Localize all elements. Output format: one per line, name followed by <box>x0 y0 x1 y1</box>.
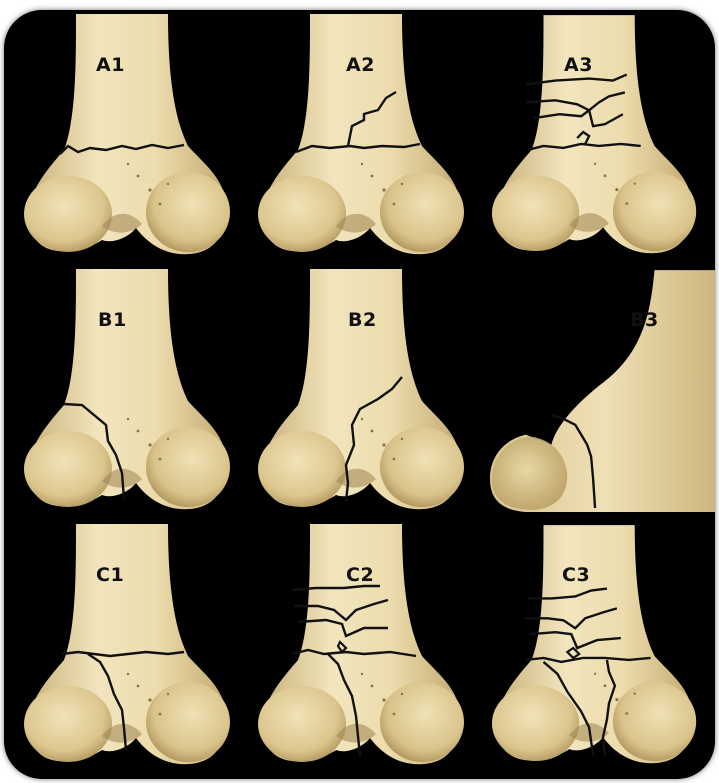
femur-illustration-a1 <box>18 14 252 269</box>
panel-c3: C3 <box>486 524 715 779</box>
femur-illustration-a3 <box>486 14 715 269</box>
panel-b3: B3 <box>486 269 715 524</box>
panel-label-b2: B2 <box>348 309 377 331</box>
panel-a1: A1 <box>18 14 252 269</box>
femur-illustration-c3 <box>486 524 715 779</box>
panel-b2: B2 <box>252 269 486 524</box>
figure-frame: A1 A2 A3 <box>4 10 715 779</box>
femur-illustration-a2 <box>252 14 486 269</box>
panel-label-c3: C3 <box>562 564 590 586</box>
panel-c2: C2 <box>252 524 486 779</box>
femur-illustration-c2 <box>252 524 486 779</box>
panel-a3: A3 <box>486 14 715 269</box>
panel-label-a3: A3 <box>564 54 593 76</box>
fracture-classification-grid: A1 A2 A3 <box>18 14 715 779</box>
panel-b1: B1 <box>18 269 252 524</box>
panel-label-a1: A1 <box>96 54 125 76</box>
femur-illustration-b3-lateral <box>486 269 715 524</box>
panel-label-a2: A2 <box>346 54 375 76</box>
panel-c1: C1 <box>18 524 252 779</box>
panel-label-b1: B1 <box>98 309 127 331</box>
panel-a2: A2 <box>252 14 486 269</box>
panel-label-c2: C2 <box>346 564 374 586</box>
femur-illustration-c1 <box>18 524 252 779</box>
femur-illustration-b1 <box>18 269 252 524</box>
panel-label-c1: C1 <box>96 564 124 586</box>
panel-label-b3: B3 <box>630 309 659 331</box>
femur-illustration-b2 <box>252 269 486 524</box>
